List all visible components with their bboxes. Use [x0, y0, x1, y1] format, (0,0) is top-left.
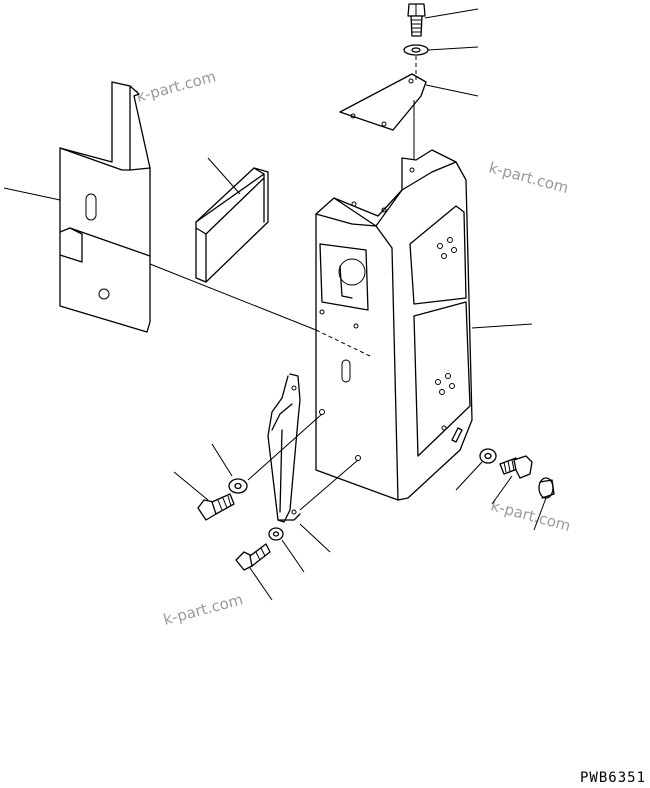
- drawing-code: PWB6351: [580, 770, 646, 786]
- cap: [538, 477, 555, 499]
- left-bracket: [59, 81, 151, 333]
- top-washer: [403, 44, 429, 56]
- watermark-2: k-part.com: [487, 158, 571, 197]
- top-bolt: [407, 3, 426, 37]
- watermark-3: k-part.com: [489, 496, 573, 535]
- bottom-bolt: [235, 543, 271, 571]
- right-washer: [479, 448, 497, 464]
- right-bolt: [499, 455, 533, 479]
- main-housing: [315, 149, 473, 501]
- handle: [267, 373, 301, 523]
- bottom-washer: [268, 527, 284, 541]
- pad: [195, 167, 269, 283]
- cover-plate: [339, 73, 427, 131]
- watermark-4: k-part.com: [161, 590, 245, 629]
- left-bolt: [197, 493, 235, 521]
- watermark-1: k-part.com: [134, 67, 218, 106]
- left-washer: [228, 478, 248, 494]
